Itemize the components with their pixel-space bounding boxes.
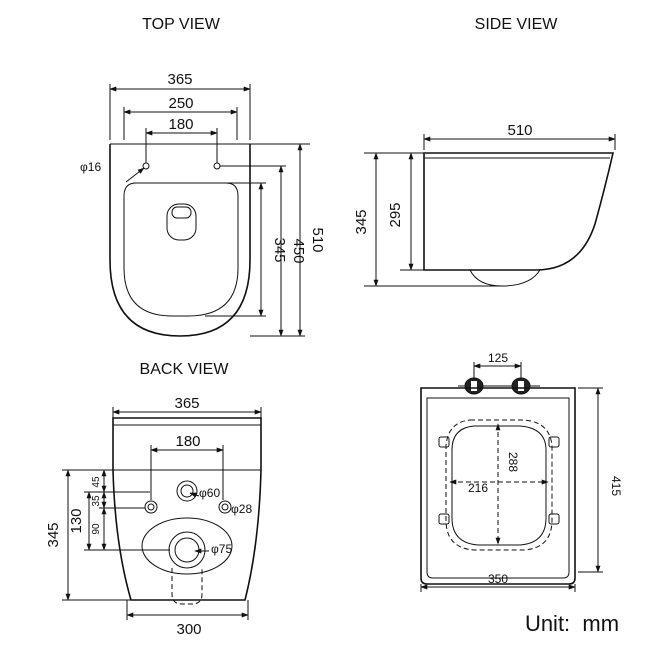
back-view-title: BACK VIEW bbox=[140, 361, 230, 378]
top-view-seat-outline bbox=[123, 182, 239, 317]
back-view-bolt-hole-right bbox=[218, 500, 232, 514]
seat-bumper-bl bbox=[438, 513, 450, 525]
back-dim-345: 345 bbox=[45, 522, 62, 547]
back-dim-35: 35 bbox=[91, 495, 102, 507]
back-view-outlet-inner bbox=[174, 537, 200, 563]
side-view-outlet bbox=[469, 269, 541, 287]
back-view-outlet-outer bbox=[168, 531, 206, 569]
side-view: SIDE VIEW 510 345 295 bbox=[353, 16, 616, 287]
side-view-body-outline bbox=[423, 152, 615, 271]
top-dim-180: 180 bbox=[168, 116, 193, 133]
top-view: TOP VIEW 365 250 180 φ16 345 bbox=[80, 16, 326, 337]
back-dim-phi75: φ75 bbox=[211, 542, 232, 556]
top-view-bowl-outline bbox=[109, 144, 251, 337]
back-dim-phi60: φ60 bbox=[199, 486, 220, 500]
side-dim-510: 510 bbox=[507, 122, 532, 139]
back-dim-45: 45 bbox=[91, 476, 102, 488]
top-view-title: TOP VIEW bbox=[142, 16, 221, 33]
seat-dim-415: 415 bbox=[609, 476, 623, 496]
unit-label: Unit: mm bbox=[525, 611, 619, 636]
seat-dim-125: 125 bbox=[488, 351, 508, 365]
seat-dim-288: 288 bbox=[506, 452, 520, 472]
top-dim-450: 450 bbox=[290, 238, 307, 263]
seat-dim-216: 216 bbox=[468, 481, 488, 495]
back-dim-130: 130 bbox=[68, 508, 85, 533]
seat-dim-350: 350 bbox=[488, 572, 508, 586]
top-dim-345: 345 bbox=[271, 237, 288, 262]
top-view-flush-hole-inner bbox=[171, 206, 192, 219]
top-view-mounting-hole-right bbox=[213, 162, 221, 170]
back-view: BACK VIEW 365 180 φ60 φ28 φ75 bbox=[45, 361, 262, 638]
seat-hinge-left bbox=[464, 377, 484, 395]
back-view-drain-hidden bbox=[171, 568, 203, 605]
side-dim-345: 345 bbox=[353, 209, 370, 234]
back-view-bolt-hole-left bbox=[144, 500, 158, 514]
seat-bumper-br bbox=[548, 513, 560, 525]
back-view-water-inlet-inner bbox=[180, 484, 194, 498]
side-view-title: SIDE VIEW bbox=[475, 16, 559, 33]
top-dim-365: 365 bbox=[167, 71, 192, 88]
top-view-flush-hole bbox=[166, 203, 197, 241]
seat-inner-rim bbox=[426, 397, 570, 579]
back-view-body-outline bbox=[112, 417, 262, 601]
back-view-water-inlet-outer bbox=[176, 480, 198, 502]
back-dim-300: 300 bbox=[176, 621, 201, 638]
seat-bumper-tl bbox=[438, 436, 450, 448]
top-dim-hole: φ16 bbox=[80, 160, 101, 174]
seat-outer-outline bbox=[420, 387, 576, 585]
seat-bumper-tr bbox=[548, 436, 560, 448]
seat-hinge-right bbox=[511, 377, 531, 395]
back-dim-90: 90 bbox=[91, 523, 102, 535]
side-dim-295: 295 bbox=[387, 202, 404, 227]
back-view-outlet-rim bbox=[141, 517, 233, 575]
back-dim-365: 365 bbox=[174, 395, 199, 412]
back-dim-phi28: φ28 bbox=[231, 502, 252, 516]
seat-view: 125 288 216 415 bbox=[420, 351, 623, 592]
seat-opening-dashed bbox=[445, 419, 553, 551]
back-dim-180: 180 bbox=[175, 433, 200, 450]
top-dim-510: 510 bbox=[309, 227, 326, 252]
top-dim-250: 250 bbox=[168, 95, 193, 112]
